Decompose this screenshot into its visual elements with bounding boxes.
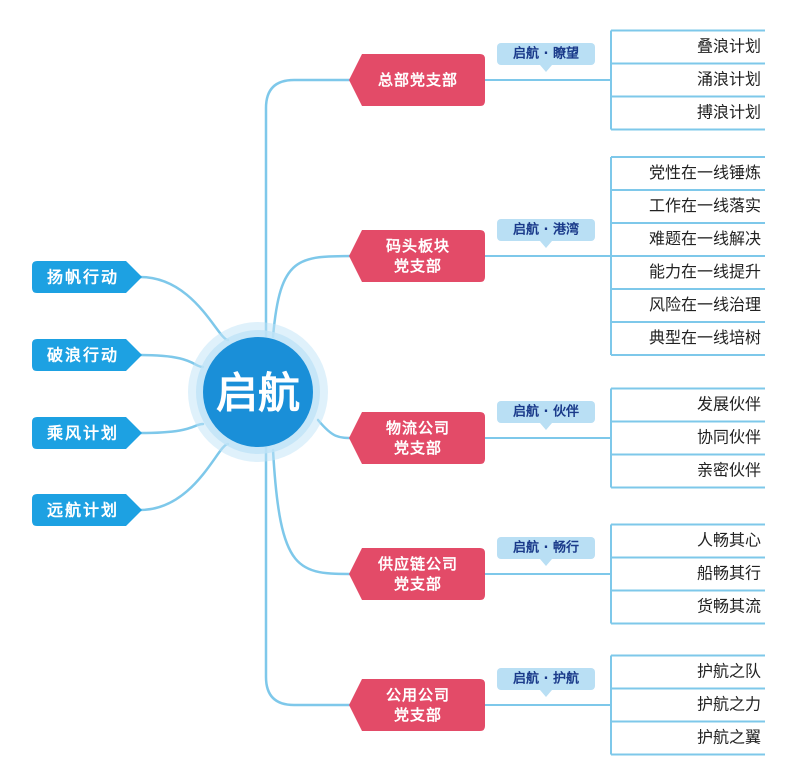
left-item: 远航计划	[32, 494, 142, 526]
connector-line	[271, 254, 357, 339]
branch-tag-label: 启航 · 护航	[513, 671, 579, 687]
branch-tag: 启航 · 护航	[497, 668, 595, 697]
branch-name: 公用公司	[386, 686, 450, 704]
connector-line	[138, 422, 205, 435]
center-node	[203, 337, 313, 447]
leaf-label: 涌浪计划	[697, 70, 761, 89]
connector-line	[138, 442, 230, 512]
left-item-label: 破浪行动	[47, 346, 119, 365]
left-item-shape	[32, 261, 142, 293]
left-item-label: 扬帆行动	[47, 268, 119, 287]
branch-node: 总部党支部	[349, 54, 485, 106]
branch-tag: 启航 · 伙伴	[497, 401, 595, 430]
leaf-label: 党性在一线锤炼	[649, 163, 761, 182]
branch-tag: 启航 · 港湾	[497, 219, 595, 248]
leaf-label: 风险在一线治理	[649, 295, 761, 314]
branch-name: 党支部	[394, 575, 442, 593]
left-item: 乘风计划	[32, 417, 142, 449]
branch-tag-label: 启航 · 瞭望	[513, 46, 579, 62]
branch-tag-label: 启航 · 畅行	[513, 540, 579, 556]
branch-tag-box	[497, 537, 595, 559]
branch-tag: 启航 · 畅行	[497, 537, 595, 566]
branch-tag: 启航 · 瞭望	[497, 43, 595, 72]
leaf-label: 发展伙伴	[697, 395, 761, 414]
leaf-label: 亲密伙伴	[697, 461, 761, 480]
branch-tag-pointer	[540, 65, 552, 72]
branch-tag-label: 启航 · 伙伴	[513, 404, 579, 420]
branch-tag-pointer	[540, 690, 552, 697]
left-item-shape	[32, 494, 142, 526]
branch-tag-box	[497, 668, 595, 690]
branch-tag-label: 启航 · 港湾	[513, 222, 579, 238]
branch-tag-box	[497, 43, 595, 65]
branch-tag-box	[497, 401, 595, 423]
branch-tag-pointer	[540, 423, 552, 430]
branch-name: 总部党支部	[378, 71, 458, 89]
leaf-label: 护航之队	[697, 662, 761, 681]
branch-name: 物流公司	[386, 419, 450, 437]
branch-name: 码头板块	[386, 237, 450, 255]
branch-name: 党支部	[394, 257, 442, 275]
branch-node-shape	[349, 230, 485, 282]
left-item-shape	[32, 339, 142, 371]
leaf-label: 护航之力	[697, 695, 761, 714]
branch-tag-box	[497, 219, 595, 241]
center-label: 启航	[216, 369, 300, 418]
branch-name: 党支部	[394, 706, 442, 724]
connector-line	[316, 418, 357, 440]
connector-line	[264, 410, 357, 707]
leaf-label: 协同伙伴	[697, 428, 761, 447]
branch-name: 党支部	[394, 439, 442, 457]
leaf-label: 人畅其心	[697, 531, 761, 550]
branch-name: 供应链公司	[377, 555, 458, 573]
leaf-label: 搏浪计划	[697, 103, 761, 122]
branch-tag-pointer	[540, 559, 552, 566]
leaf-label: 叠浪计划	[697, 37, 761, 56]
leaf-label: 工作在一线落实	[649, 196, 761, 215]
branch-node-shape	[349, 679, 485, 731]
connector-line	[271, 448, 357, 576]
leaf-label: 护航之翼	[697, 728, 761, 747]
connector-line	[138, 275, 230, 342]
left-item: 扬帆行动	[32, 261, 142, 293]
branch-tag-pointer	[540, 241, 552, 248]
leaf-label: 货畅其流	[697, 597, 761, 616]
left-item-label: 远航计划	[47, 501, 119, 520]
branch-node-shape	[349, 548, 485, 600]
branch-node-shape	[349, 412, 485, 464]
left-item-label: 乘风计划	[46, 424, 119, 443]
left-item: 破浪行动	[32, 339, 142, 371]
leaf-label: 能力在一线提升	[649, 262, 761, 281]
leaf-label: 难题在一线解决	[649, 229, 761, 248]
branch-node-shape	[349, 54, 485, 106]
connector-line	[264, 78, 357, 374]
leaf-label: 典型在一线培树	[649, 328, 761, 347]
leaf-label: 船畅其行	[697, 564, 761, 583]
left-item-shape	[32, 417, 142, 449]
